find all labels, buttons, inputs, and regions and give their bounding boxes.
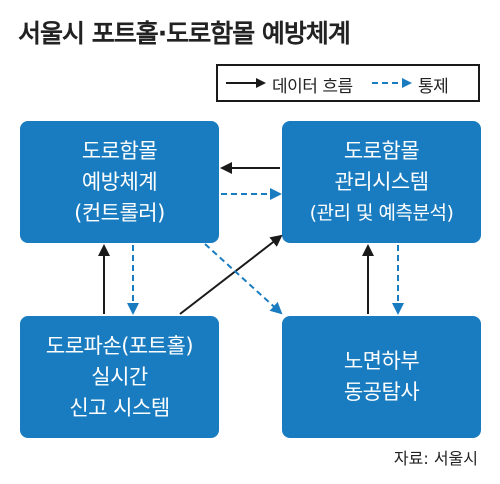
- arrow-prevention-to-survey: [204, 243, 283, 315]
- box-line: 관리시스템: [334, 169, 429, 194]
- source-note: 자료: 서울시: [393, 449, 478, 468]
- page-title: 서울시 포트홀·도로함몰 예방체계: [18, 19, 351, 48]
- box-line: (컨트롤러): [74, 200, 165, 225]
- box-line: 도로함몰: [81, 138, 158, 163]
- arrow-report-to-management: [179, 234, 283, 315]
- legend-data-flow-label: 데이터 흐름: [272, 77, 353, 97]
- box-realtime-report: 도로파손(포트홀) 실시간 신고 시스템: [20, 316, 219, 438]
- box-road-collapse-management: 도로함몰 관리시스템 (관리 및 예측분석): [282, 121, 481, 243]
- legend-arrows: [226, 78, 412, 88]
- legend-control-label: 통제: [418, 77, 449, 97]
- box-road-collapse-prevention: 도로함몰 예방체계 (컨트롤러): [20, 121, 219, 243]
- legend: 데이터 흐름 통제: [216, 64, 480, 102]
- box-line: 노면하부: [343, 349, 420, 373]
- box-line: 실시간: [91, 364, 148, 389]
- box-cavity-survey: 노면하부 동공탐사: [282, 316, 481, 438]
- box-line: 신고 시스템: [69, 395, 170, 420]
- box-line: 도로파손(포트홀): [45, 333, 194, 358]
- box-line: (관리 및 예측분석): [309, 201, 454, 224]
- box-line: 동공탐사: [343, 380, 420, 404]
- box-line: 예방체계: [81, 169, 158, 194]
- box-line: 도로함몰: [343, 138, 420, 163]
